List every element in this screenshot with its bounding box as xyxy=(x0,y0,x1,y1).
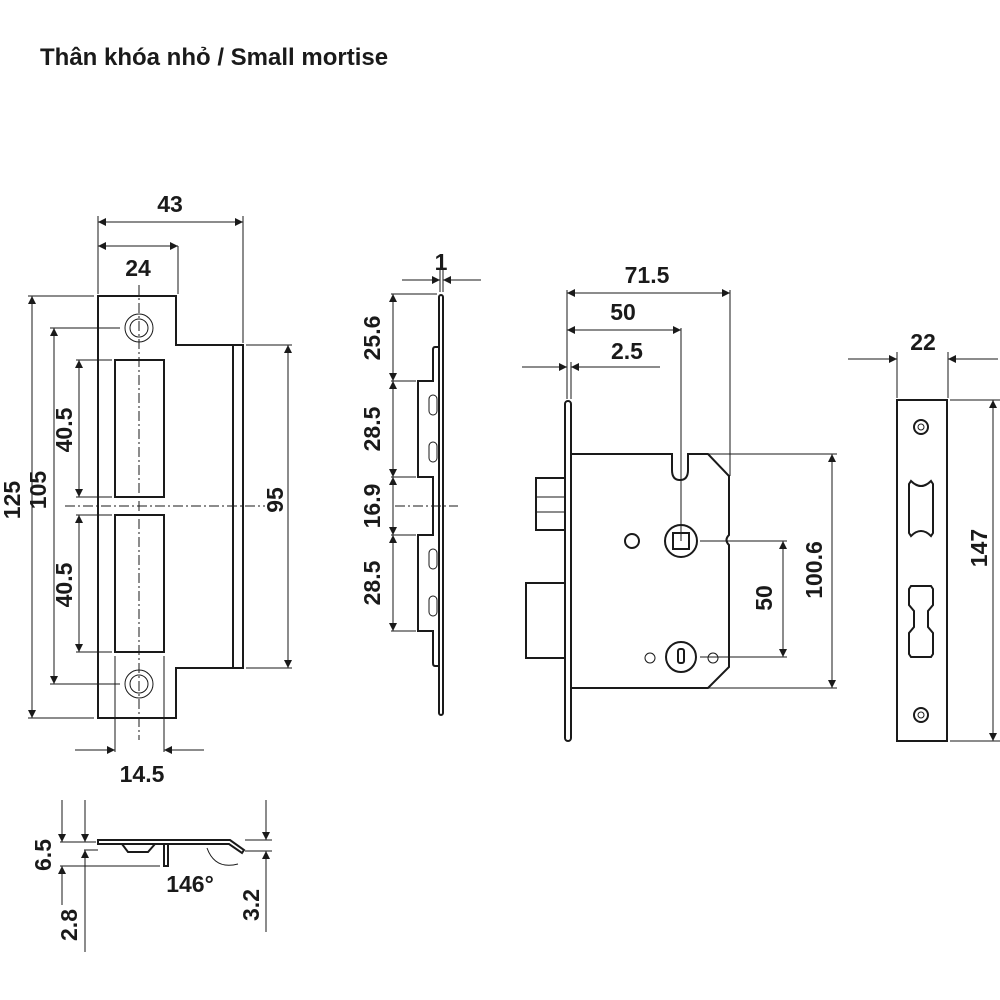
label-lip-offset: 2.8 xyxy=(56,909,82,941)
label-lip-height: 95 xyxy=(262,487,288,513)
strike-plate-profile-view: 6.5 2.8 146° 3.2 xyxy=(30,800,272,952)
label-case-height: 100.6 xyxy=(801,541,827,599)
side-slot-3 xyxy=(428,548,438,570)
label-screw-spacing: 105 xyxy=(25,471,51,510)
label-faceplate-thickness: 2.5 xyxy=(611,338,643,364)
side-slot-2 xyxy=(428,441,438,463)
label-faceplate-height: 147 xyxy=(966,529,992,567)
label-plate-thickness: 1 xyxy=(435,249,448,275)
faceplate-screw-bottom-icon xyxy=(913,707,929,723)
label-slot-upper: 40.5 xyxy=(51,407,77,452)
strike-plate-front-view: 43 24 125 105 40.5 40.5 95 14.5 xyxy=(0,191,292,787)
latch-bolt xyxy=(535,477,566,531)
label-centre-distance: 50 xyxy=(751,585,777,611)
label-width-upper: 24 xyxy=(125,255,151,281)
page-title: Thân khóa nhỏ / Small mortise xyxy=(40,44,389,71)
side-slot-1 xyxy=(428,394,438,416)
label-slot-lower: 40.5 xyxy=(51,562,77,607)
label-backset: 50 xyxy=(610,299,636,325)
label-gap: 16.9 xyxy=(359,484,385,529)
strike-plate-outline xyxy=(97,295,244,719)
label-depth-total: 71.5 xyxy=(625,262,670,288)
label-faceplate-width: 22 xyxy=(910,329,936,355)
case-hole-icon xyxy=(624,533,640,549)
angle-arc xyxy=(206,847,239,866)
lock-side-view: 1 25.6 28.5 16.9 28.5 xyxy=(359,249,481,716)
label-height-total: 125 xyxy=(0,481,25,520)
label-bend-depth: 3.2 xyxy=(238,889,264,921)
faceplate-screw-top-icon xyxy=(913,419,929,435)
label-width-total: 43 xyxy=(157,191,183,217)
label-bolt-height: 28.5 xyxy=(359,560,385,605)
label-thickness: 6.5 xyxy=(30,839,56,871)
faceplate-front-view: 22 147 xyxy=(848,329,1000,742)
strike-profile-slot xyxy=(121,843,156,853)
side-slot-4 xyxy=(428,595,438,617)
strike-profile-plate xyxy=(97,839,246,855)
label-latch-height: 28.5 xyxy=(359,406,385,451)
faceplate-outline xyxy=(896,399,948,742)
label-top-offset: 25.6 xyxy=(359,316,385,361)
label-slot-width: 14.5 xyxy=(120,761,165,787)
keyhole-cylinder-icon xyxy=(644,641,719,673)
dead-bolt xyxy=(525,582,566,659)
label-bend-angle: 146° xyxy=(166,871,214,897)
lock-faceplate-edge xyxy=(564,400,572,742)
lock-case-outline xyxy=(571,453,730,689)
side-faceplate xyxy=(438,294,444,716)
lock-body-view: 71.5 50 2.5 50 100.6 xyxy=(522,262,837,742)
bolt-opening xyxy=(908,585,934,658)
latch-opening xyxy=(908,479,934,538)
strike-profile-tab xyxy=(163,844,169,867)
